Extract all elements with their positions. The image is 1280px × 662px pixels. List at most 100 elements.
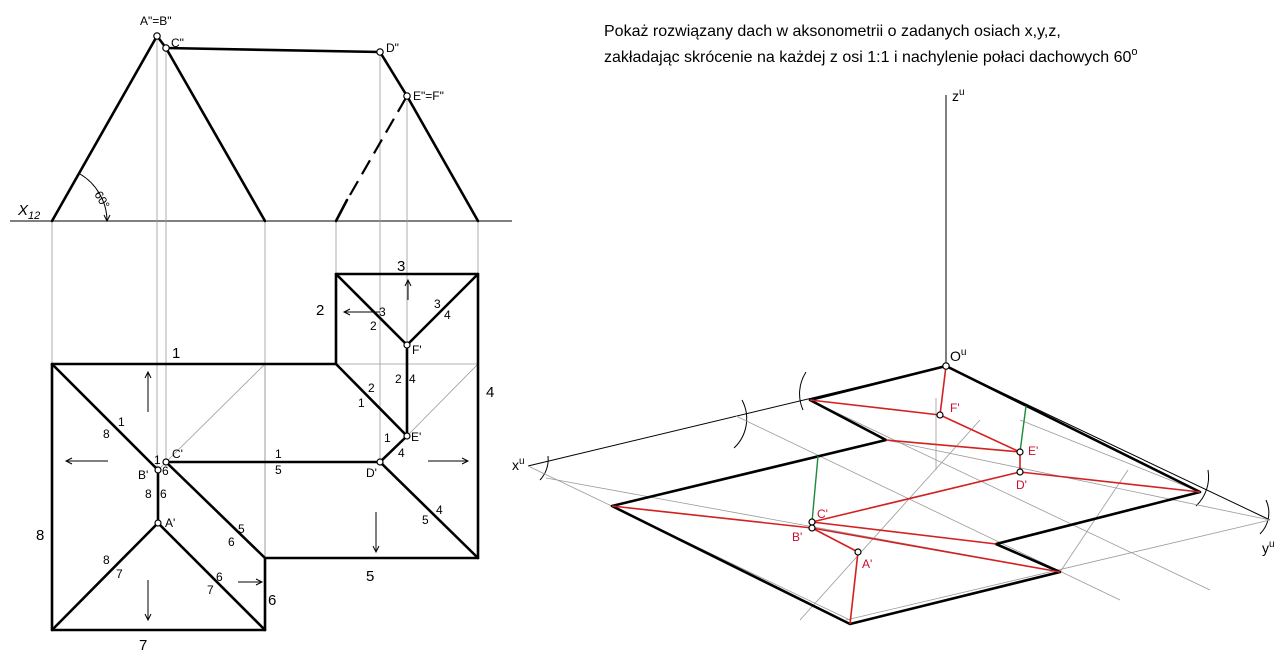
svg-text:2: 2	[370, 319, 377, 333]
angle-arrow-icon	[103, 214, 111, 223]
arc-mark-4	[1195, 469, 1210, 507]
front-hidden-line	[349, 95, 408, 196]
edge-6: 6	[268, 592, 276, 609]
svg-text:5: 5	[422, 513, 429, 527]
svg-text:1: 1	[384, 431, 391, 445]
svg-text:6: 6	[162, 464, 169, 478]
svg-text:8: 8	[145, 487, 152, 501]
label-a-axo: A'	[862, 557, 872, 571]
point-e-plan	[403, 432, 411, 440]
svg-text:4: 4	[444, 308, 451, 322]
point-e-axo	[1016, 448, 1024, 456]
svg-text:7: 7	[207, 583, 214, 597]
edge-2: 2	[316, 302, 324, 319]
label-c-front: C"	[171, 36, 184, 50]
face-labels: 1 8 1 6 8 6 5 6 8 7 6 7 1 5 2 1 2 4 1 4 …	[103, 297, 451, 597]
svg-text:2: 2	[368, 381, 375, 395]
hip-left-top	[50, 362, 160, 472]
point-a-plan	[154, 519, 162, 527]
point-f-plan	[403, 341, 411, 349]
x12-axis-label: X12	[17, 202, 40, 222]
axonometric-view: zu xu yu Ou	[512, 87, 1275, 626]
label-b-axo: B'	[792, 530, 802, 544]
point-c-plan	[162, 458, 170, 466]
origin-label: Ou	[950, 347, 966, 364]
edge-3: 3	[397, 258, 405, 275]
axo-roof-lines	[611, 365, 1201, 625]
title-line-2-text: zakładając skrócenie na każdej z osi 1:1…	[604, 49, 1132, 66]
arc-mark-5	[1259, 499, 1270, 535]
valley-e	[334, 362, 409, 438]
point-c-axo	[808, 518, 816, 526]
svg-text:6: 6	[216, 570, 223, 584]
label-ef-front: E"=F"	[413, 89, 444, 103]
hip-f-right	[405, 272, 480, 347]
svg-text:4: 4	[409, 372, 416, 386]
svg-text:1: 1	[154, 453, 161, 467]
svg-text:7: 7	[116, 567, 123, 581]
point-c-front	[162, 44, 170, 52]
axis-y-label: yu	[1262, 539, 1275, 556]
edge-5: 5	[366, 568, 374, 585]
svg-text:1: 1	[275, 447, 282, 461]
axis-z-label: zu	[952, 87, 965, 104]
label-d-front: D"	[386, 41, 399, 55]
point-d-plan	[376, 458, 384, 466]
point-d-axo	[1016, 468, 1024, 476]
arc-mark-1	[733, 399, 748, 449]
svg-text:3: 3	[379, 305, 386, 319]
label-d-plan: D'	[366, 466, 377, 480]
svg-text:4: 4	[398, 446, 405, 460]
hip-bottom-right	[156, 521, 267, 632]
task-title: Pokaż rozwiązany dach w aksonometrii o z…	[604, 23, 1138, 66]
degree-superscript: o	[1131, 46, 1137, 58]
point-b-axo	[808, 524, 816, 532]
green-vertical-c	[811, 455, 819, 523]
point-d-front	[376, 48, 384, 56]
svg-text:2: 2	[395, 372, 402, 386]
label-c-axo: C'	[817, 507, 828, 521]
svg-text:6: 6	[228, 535, 235, 549]
svg-text:5: 5	[275, 463, 282, 477]
label-c-plan: C'	[172, 447, 183, 461]
plan-construction-1	[157, 363, 266, 471]
svg-text:3: 3	[434, 297, 441, 311]
label-d-axo: D'	[1016, 478, 1027, 492]
label-e-axo: E'	[1028, 444, 1038, 458]
plan-view: 1 2 3 4 5 6 7 8 1 8 1 6 8 6 5 6 8 7 6 7 …	[36, 258, 494, 654]
svg-text:1: 1	[358, 396, 365, 410]
label-a-plan: A'	[165, 516, 175, 530]
svg-text:1: 1	[118, 415, 125, 429]
hip-d-right	[378, 460, 480, 560]
front-dashed-start	[334, 198, 349, 223]
title-line-2: zakładając skrócenie na każdej z osi 1:1…	[604, 46, 1138, 66]
title-line-1: Pokaż rozwiązany dach w aksonometrii o z…	[604, 23, 1061, 40]
front-right-slope	[378, 50, 480, 223]
point-f-axo	[936, 411, 944, 419]
front-left-gable	[50, 34, 267, 223]
label-f-axo: F'	[950, 401, 960, 415]
point-ef-front	[403, 92, 411, 100]
label-f-plan: F'	[412, 343, 422, 357]
front-view: X12 60° A"=B" C" D" E"=F"	[10, 14, 512, 558]
slope-arrows	[64, 278, 470, 622]
angle-arc	[79, 173, 108, 222]
valley-c	[164, 460, 267, 560]
arc-mark-3	[539, 455, 549, 481]
label-b-plan: B'	[138, 468, 148, 482]
point-ab-front	[153, 32, 161, 40]
ridge-de	[378, 434, 409, 464]
arc-mark-2	[799, 371, 807, 411]
label-e-plan: E'	[411, 430, 421, 444]
hip-left-bottom	[50, 521, 160, 632]
point-b-plan	[154, 466, 162, 474]
hip-f-left	[334, 272, 409, 347]
svg-text:8: 8	[103, 553, 110, 567]
plan-construction-4	[406, 363, 479, 437]
edge-4: 4	[486, 384, 494, 401]
label-ab-front: A"=B"	[140, 14, 172, 28]
svg-text:6: 6	[160, 487, 167, 501]
edge-7: 7	[139, 637, 147, 654]
edge-8: 8	[36, 527, 44, 544]
